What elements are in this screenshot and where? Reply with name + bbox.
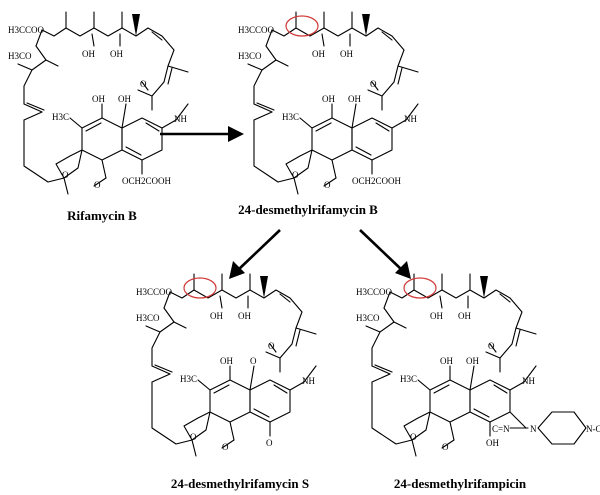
atom-nh: NH <box>302 376 315 386</box>
atom-methyl: H3C <box>400 374 417 384</box>
highlight-circle <box>285 15 319 37</box>
molecule-desmethylrifamycin-s: H3CCOO H3CO OH OH OH O H3C O NH O O O 24… <box>136 273 317 491</box>
atom-hydroxyl: OH <box>82 49 95 59</box>
atom-oxygen: O <box>410 432 417 442</box>
atom-hydroxyl: OH <box>466 356 479 366</box>
atom-oxygen: O <box>442 442 449 452</box>
atom-hydroxyl: OH <box>348 94 361 104</box>
atom-methyl: H3C <box>52 112 69 122</box>
molecule-rifamycin-b: H3CCOO H3CO OH OH OH OH H3C O NH O O OCH… <box>8 11 189 223</box>
atom-amine-n: N <box>530 424 537 434</box>
atom-oxygen: O <box>190 432 197 442</box>
arrow-down-left <box>229 229 281 279</box>
atom-oxygen: O <box>266 438 273 448</box>
atom-imine: C=N <box>492 424 510 434</box>
arrow-right <box>160 126 244 142</box>
atom-oxygen: O <box>62 170 69 180</box>
atom-hydroxyl: OH <box>238 311 251 321</box>
atom-oxygen: O <box>222 442 229 452</box>
caption-desmethylrifamycin-b: 24-desmethylrifamycin B <box>238 202 378 217</box>
highlight-circle <box>183 277 217 299</box>
atom-acetate: H3CCOO <box>8 25 45 35</box>
atom-hydroxyl: OH <box>210 311 223 321</box>
atom-oxygen: O <box>488 341 495 351</box>
atom-nh: NH <box>522 376 535 386</box>
molecule-desmethylrifampicin: H3CCOO H3CO OH OH OH OH H3C O NH O O OH … <box>356 273 600 491</box>
atom-oxygen: O <box>140 79 147 89</box>
atom-n-methyl: N-CH3 <box>586 424 600 434</box>
caption-desmethylrifamycin-s: 24-desmethylrifamycin S <box>171 476 309 491</box>
atom-hydroxyl: OH <box>322 94 335 104</box>
atom-glycolate: OCH2COOH <box>122 176 172 186</box>
atom-oxygen: O <box>370 79 377 89</box>
atom-methyl: H3C <box>282 112 299 122</box>
caption-rifamycin-b: Rifamycin B <box>67 208 137 223</box>
atom-methoxy: H3CO <box>8 51 32 61</box>
atom-oxygen: O <box>324 180 331 190</box>
atom-hydroxyl: OH <box>458 311 471 321</box>
atom-hydroxyl: OH <box>340 49 353 59</box>
highlight-circle <box>403 277 437 299</box>
atom-nh: NH <box>404 114 417 124</box>
atom-acetate: H3CCOO <box>238 25 275 35</box>
atom-oxygen: O <box>94 180 101 190</box>
caption-desmethylrifampicin: 24-desmethylrifampicin <box>394 476 527 491</box>
atom-hydroxyl: OH <box>110 49 123 59</box>
atom-oxygen: O <box>268 341 275 351</box>
atom-glycolate: OCH2COOH <box>352 176 402 186</box>
atom-hydroxyl: OH <box>486 438 499 448</box>
atom-methoxy: H3CO <box>356 313 380 323</box>
atom-methyl: H3C <box>180 374 197 384</box>
atom-hydroxyl: OH <box>312 49 325 59</box>
atom-hydroxyl: OH <box>440 356 453 366</box>
atom-hydroxyl: OH <box>220 356 233 366</box>
molecule-desmethylrifamycin-b: H3CCOO H3CO OH OH OH OH H3C O NH O O OCH… <box>238 11 419 217</box>
atom-oxygen: O <box>292 170 299 180</box>
atom-nh: NH <box>174 114 187 124</box>
atom-acetate: H3CCOO <box>356 287 393 297</box>
atom-methoxy: H3CO <box>238 51 262 61</box>
atom-methoxy: H3CO <box>136 313 160 323</box>
atom-hydroxyl: OH <box>118 94 131 104</box>
atom-oxygen: O <box>250 356 257 366</box>
arrow-down-right <box>359 229 411 279</box>
atom-hydroxyl: OH <box>430 311 443 321</box>
atom-acetate: H3CCOO <box>136 287 173 297</box>
atom-hydroxyl: OH <box>92 94 105 104</box>
